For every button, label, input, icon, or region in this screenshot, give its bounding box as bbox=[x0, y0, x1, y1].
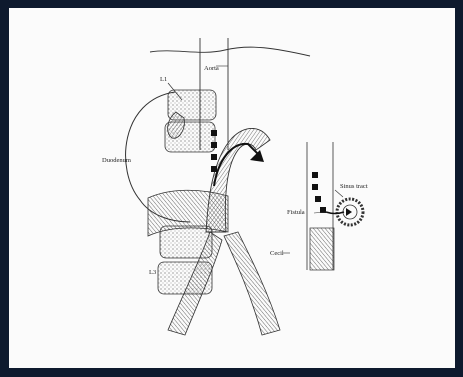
label-sinus-tract: Sinus tract bbox=[340, 183, 368, 190]
label-l1: L1 bbox=[160, 76, 167, 83]
label-l3: L3 bbox=[149, 269, 156, 276]
label-cecil: Cecil bbox=[270, 250, 284, 257]
label-duodenum: Duodenum bbox=[102, 157, 131, 164]
label-aorta: Aorta bbox=[204, 65, 219, 72]
label-fistula: Fistula bbox=[287, 209, 305, 216]
diaphragm-line bbox=[150, 47, 310, 56]
inset-detail bbox=[307, 142, 363, 270]
